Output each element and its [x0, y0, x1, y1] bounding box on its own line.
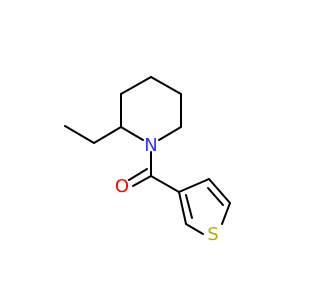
bond-carbonyl-o-2 [128, 168, 148, 181]
bond-carbonyl-thiophene [150, 175, 180, 193]
bond-ethyl-ch3-ch2 [64, 125, 95, 144]
bond-n-c2 [120, 126, 144, 141]
bond-carbonyl-o-1 [132, 175, 152, 187]
bond-th-c4-c5-inner [207, 187, 224, 206]
bond-th-c2-c3 [178, 191, 187, 225]
bond-th-c4-c5 [208, 178, 231, 204]
bond-c6-n [158, 126, 182, 141]
bond-ethyl-ch2-c2 [93, 126, 122, 144]
bond-th-c5-s [221, 202, 231, 225]
bond-th-s-c2 [185, 223, 204, 235]
bond-c4-c5 [150, 76, 182, 95]
molecule-canvas: N O S [64, 76, 231, 245]
atom-sulfur-label: S [207, 224, 218, 245]
bond-th-c3-c4 [178, 178, 210, 193]
atom-nitrogen-label: N [144, 135, 157, 156]
molecule-structure: N O S [64, 76, 231, 245]
bond-c3-c4 [120, 76, 152, 95]
atom-oxygen-label: O [115, 176, 129, 197]
bond-th-c2-c3-inner [185, 194, 193, 219]
